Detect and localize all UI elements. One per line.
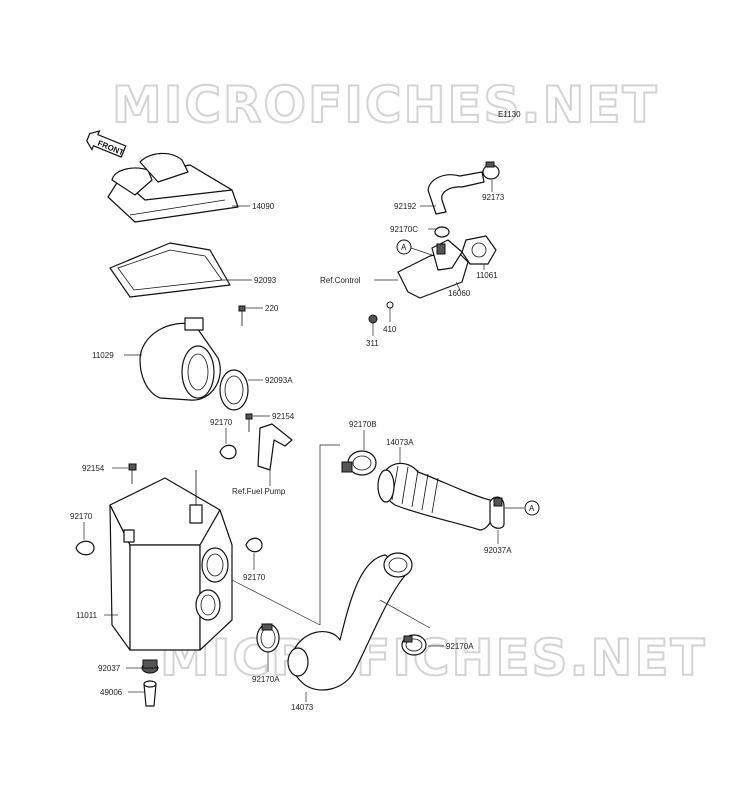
label-92170A-right: 92170A [446, 642, 474, 651]
part-14073A-boot [377, 462, 494, 531]
label-220: 220 [265, 304, 279, 313]
label-49006: 49006 [100, 688, 123, 697]
label-92037: 92037 [98, 664, 121, 673]
label-92154-left: 92154 [82, 464, 105, 473]
marker-a-right: A [524, 500, 540, 516]
part-92170-clip-mid [219, 444, 237, 460]
part-92037A-clamp [489, 496, 505, 529]
label-14073A: 14073A [386, 438, 414, 447]
label-92037A: 92037A [484, 546, 512, 555]
label-14073: 14073 [291, 703, 314, 712]
part-14073-duct [287, 552, 413, 691]
part-49006-tube [143, 680, 157, 707]
label-92154-mid: 92154 [272, 412, 295, 421]
part-92170-clip-left [75, 540, 95, 556]
part-220-bolt [238, 305, 246, 326]
label-ref-fuel-pump: Ref.Fuel Pump [232, 487, 286, 496]
label-92170-left: 92170 [70, 512, 93, 521]
part-311-nut [368, 314, 378, 324]
label-92173: 92173 [482, 193, 505, 202]
diagram-code: E1130 [498, 110, 521, 119]
marker-a-right-text: A [529, 504, 535, 513]
label-92170-mid: 92170 [210, 418, 233, 427]
part-92154-bolt-mid [245, 413, 253, 432]
part-92170B-clamp [341, 450, 377, 476]
part-92037-cap [141, 659, 159, 674]
label-14090: 14090 [252, 202, 275, 211]
part-92173-clamp [482, 161, 500, 180]
marker-a-breather: A [396, 239, 412, 255]
watermark-top: MICROFICHES.NET [112, 76, 659, 134]
label-11061: 11061 [476, 271, 498, 280]
part-16060-bracket [397, 239, 469, 299]
part-92170C-clamp [434, 226, 450, 238]
part-92192-hose [427, 171, 485, 215]
label-ref-control: Ref.Control [320, 276, 361, 285]
part-11011-housing [109, 470, 233, 651]
label-92192: 92192 [394, 202, 417, 211]
part-92170-clip-right [245, 537, 263, 553]
label-11029: 11029 [92, 351, 114, 360]
part-92170A-clamp-bottom [256, 623, 280, 653]
part-11061-gasket [461, 235, 497, 265]
label-92093A: 92093A [265, 376, 293, 385]
part-92093A-ring [219, 369, 249, 411]
label-311: 311 [366, 339, 379, 348]
label-92170C: 92170C [390, 225, 418, 234]
part-92154-bolt-left [128, 463, 137, 484]
label-92093: 92093 [254, 276, 277, 285]
label-410: 410 [383, 325, 397, 334]
part-410-washer [386, 301, 394, 309]
part-14090-cover [107, 152, 239, 223]
label-16060: 16060 [448, 289, 471, 298]
label-92170B: 92170B [349, 420, 377, 429]
part-11029-filter [139, 317, 221, 401]
label-92170A-bottom: 92170A [252, 675, 280, 684]
part-fuel-pump-bracket [257, 423, 293, 471]
watermark-bottom: MICROFICHES.NET [160, 629, 707, 687]
part-92093-gasket [109, 242, 231, 298]
label-11011: 11011 [76, 611, 98, 620]
marker-a-breather-text: A [401, 243, 407, 252]
part-92170A-clamp-right [401, 634, 427, 656]
label-92170-right: 92170 [243, 573, 266, 582]
